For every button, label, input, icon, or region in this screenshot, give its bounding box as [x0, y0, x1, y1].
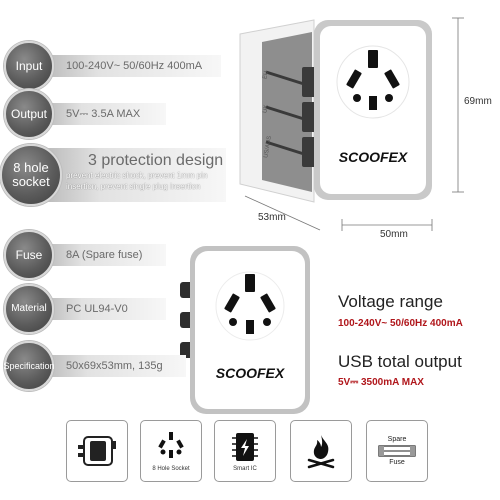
socket-icon	[158, 432, 184, 458]
protection-desc-1: prevent electric shock, prevent 1mm pin	[66, 171, 208, 180]
fuse-caption-top: Spare	[387, 436, 407, 443]
protection-desc-2: insertion, prevent single plug insertion	[66, 182, 201, 191]
dimension-depth: 53mm	[258, 212, 286, 223]
adapter-3d-image: SCOOFEX	[239, 19, 432, 203]
socket-caption: 8 Hole Socket	[152, 466, 190, 472]
feature-flame-box	[290, 420, 352, 482]
chip-icon	[232, 433, 258, 461]
fuse-caption-bottom: Fuse	[389, 459, 405, 466]
spec-input-value: 100-240V~ 50/60Hz 400mA	[46, 55, 221, 77]
usb-value: 5V⎓ 3500mA MAX	[338, 377, 424, 388]
spec-size-label: Specification	[3, 341, 55, 391]
feature-socket-box: 8 Hole Socket	[140, 420, 202, 482]
feature-chip-box: Smart IC	[214, 420, 276, 482]
spec-socket-label: 8 hole socket	[0, 144, 62, 206]
voltage-value: 100-240V~ 50/60Hz 400mA	[338, 318, 463, 329]
spec-material-label: Material	[4, 284, 54, 334]
chip-caption: Smart IC	[233, 466, 257, 472]
spec-size-value: 50x69x53mm, 135g	[46, 355, 186, 377]
protection-title: 3 protection design	[88, 152, 224, 169]
flame-icon	[307, 435, 335, 469]
adapter-front-image: SCOOFEX	[180, 246, 310, 414]
spec-material-value: PC UL94-V0	[46, 298, 166, 320]
adapter-icon	[78, 436, 116, 466]
spec-output-label: Output	[4, 89, 54, 139]
spec-protection-panel: 3 protection design prevent electric sho…	[46, 148, 226, 202]
dimension-height: 69mm	[464, 96, 492, 107]
voltage-title: Voltage range	[338, 292, 443, 311]
brand-logo-main: SCOOFEX	[339, 149, 409, 165]
brand-logo-front: SCOOFEX	[216, 365, 286, 381]
spec-output-value: 5V⎓ 3.5A MAX	[46, 103, 166, 125]
fuse-icon	[378, 445, 416, 457]
feature-adapter-box	[66, 420, 128, 482]
feature-fuse-box: Spare Fuse	[366, 420, 428, 482]
spec-input-label: Input	[4, 41, 54, 91]
usb-title: USB total output	[338, 352, 462, 371]
spec-fuse-label: Fuse	[4, 230, 54, 280]
spec-fuse-value: 8A (Spare fuse)	[46, 244, 166, 266]
dimension-width: 50mm	[380, 229, 408, 240]
